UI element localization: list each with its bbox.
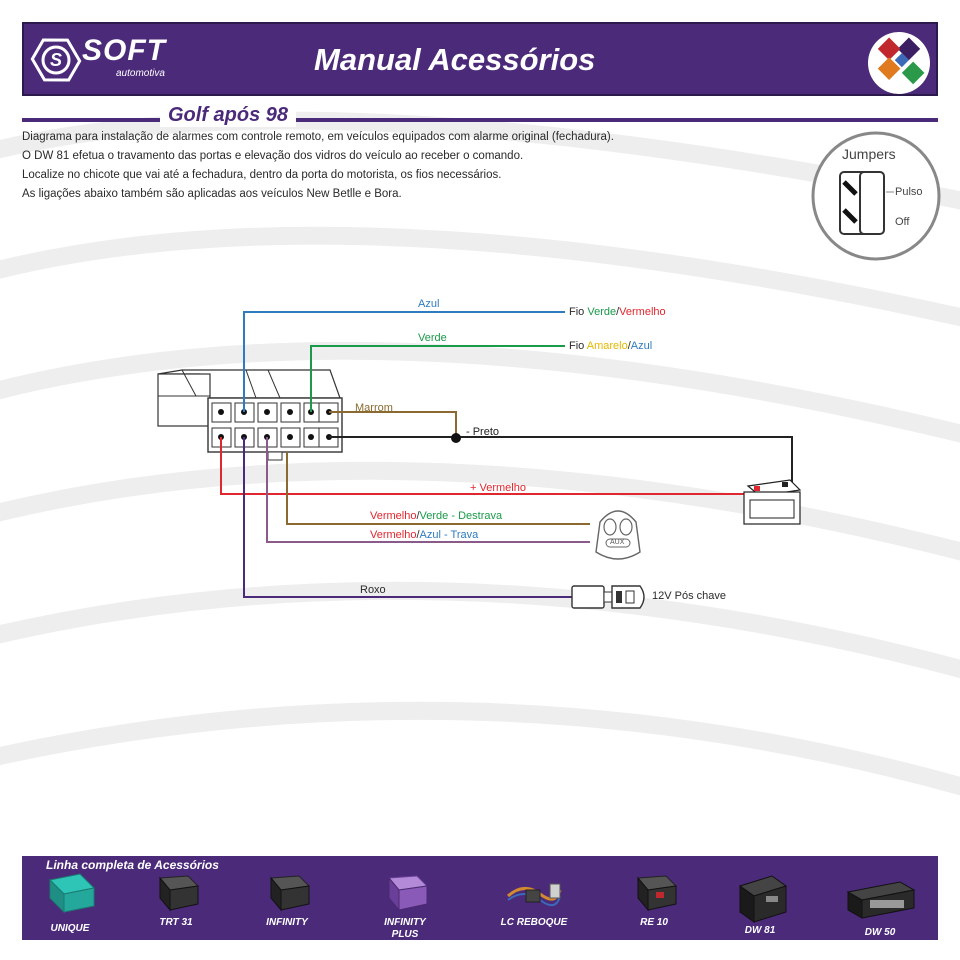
brand-subtitle: automotiva: [116, 68, 165, 79]
product-dw81[interactable]: DW 81: [730, 872, 790, 937]
label-fio-color: Vermelho: [619, 306, 666, 318]
product-label: INFINITY PLUS: [384, 917, 426, 940]
wire-preto: [329, 436, 793, 490]
footer-products: Linha completa de Acessórios UNIQUE TRT …: [22, 856, 938, 940]
label-fio-color: Verde: [587, 306, 617, 318]
label-fio-amarelo-azul: Fio Amarelo/Azul: [569, 340, 652, 352]
product-infinity-plus[interactable]: INFINITY PLUS: [374, 872, 436, 941]
label-fio-sep: /: [627, 340, 631, 352]
description-line: As ligações abaixo também são aplicadas …: [22, 188, 402, 200]
label-trava: Vermelho/Azul - Trava: [370, 529, 478, 541]
wire-vermelho: [220, 437, 760, 495]
wire-verde: [310, 345, 565, 412]
ground-junction: [451, 433, 461, 443]
product-dw50-icon: [846, 881, 916, 919]
product-dw81-icon: [738, 875, 788, 923]
label-fio-prefix: Fio: [569, 340, 587, 352]
jumper-off: [842, 208, 858, 224]
label-aux: AUX: [610, 539, 625, 546]
product-re10-icon: [636, 875, 678, 912]
label-verde: Verde: [418, 332, 447, 344]
section-title: Golf após 98: [160, 104, 297, 127]
label-roxo: Roxo: [360, 584, 386, 596]
description-line: O DW 81 efetua o travamento das portas e…: [22, 150, 524, 162]
jumpers-diagram: [811, 131, 941, 261]
footer-title: Linha completa de Acessórios: [46, 858, 219, 872]
product-trt31-icon: [158, 875, 200, 912]
product-label: LC REBOQUE: [500, 917, 568, 928]
wire-trava: [266, 437, 590, 543]
label-trava-sep: /: [416, 529, 420, 541]
product-infinity[interactable]: INFINITY: [256, 872, 318, 929]
label-destrava-c: - Destrava: [448, 510, 503, 522]
label-trava-a: Vermelho: [370, 529, 417, 541]
jumper-off-label: Off: [895, 216, 910, 228]
description-line: Diagrama para instalação de alarmes com …: [22, 131, 614, 143]
label-fio-sep: /: [616, 306, 620, 318]
label-azul: Azul: [418, 298, 440, 310]
label-pos-chave: 12V Pós chave: [652, 590, 726, 602]
description: Diagrama para instalação de alarmes com …: [22, 128, 614, 204]
product-label: TRT 31: [159, 917, 193, 928]
brand-name: SOFT: [82, 34, 166, 67]
product-label: RE 10: [640, 917, 668, 928]
connector: [157, 369, 343, 461]
label-trava-c: - Trava: [440, 529, 479, 541]
label-fio-prefix: Fio: [569, 306, 588, 318]
product-re10[interactable]: RE 10: [626, 872, 682, 929]
subtitle-rule: [22, 118, 938, 122]
header-banner: S SOFT automotiva Manual Acessórios: [22, 22, 938, 96]
label-preto: - Preto: [466, 426, 500, 438]
jumper-block: [859, 171, 885, 235]
product-label: INFINITY: [266, 917, 308, 928]
product-label: UNIQUE: [50, 923, 90, 934]
label-fio-color: Amarelo: [586, 340, 628, 352]
svg-text:S: S: [50, 50, 62, 70]
wire-destrava: [286, 452, 590, 525]
label-trava-b: Azul: [419, 529, 441, 541]
jumper-pulso: [842, 180, 858, 196]
jumper-pulso-label: Pulso: [895, 186, 923, 198]
accessories-icon: [868, 32, 930, 94]
label-destrava-b: Verde: [419, 510, 449, 522]
product-unique[interactable]: UNIQUE: [40, 872, 100, 935]
label-destrava-a: Vermelho: [370, 510, 417, 522]
label-marrom: Marrom: [355, 402, 393, 414]
wire-roxo: [243, 437, 572, 598]
description-line: Localize no chicote que vai até a fechad…: [22, 169, 502, 181]
product-unique-icon: [48, 873, 96, 914]
label-vermelho: + Vermelho: [470, 482, 526, 494]
label-destrava: Vermelho/Verde - Destrava: [370, 510, 502, 522]
label-destrava-sep: /: [416, 510, 420, 522]
page-title: Manual Acessórios: [314, 42, 596, 77]
wire-azul: [243, 311, 565, 412]
jumpers-title: Jumpers: [842, 146, 896, 162]
battery-icon: [743, 479, 802, 525]
ignition-switch-icon: [571, 585, 645, 609]
product-label: DW 81: [744, 925, 776, 936]
label-fio-verde-vermelho: Fio Verde/Vermelho: [569, 306, 666, 318]
product-infinity-icon: [269, 875, 311, 912]
remote-control-icon: [595, 510, 641, 560]
product-trt31[interactable]: TRT 31: [148, 872, 204, 929]
label-fio-color: Azul: [630, 340, 653, 352]
product-dw50[interactable]: DW 50: [840, 876, 920, 939]
wire-marrom: [329, 411, 457, 438]
product-infinity-plus-icon: [387, 875, 429, 912]
product-lc-reboque-icon: [507, 883, 562, 907]
soft-logo-icon: S: [30, 38, 82, 82]
product-label: DW 50: [864, 927, 896, 938]
product-lc-reboque[interactable]: LC REBOQUE: [494, 872, 574, 929]
